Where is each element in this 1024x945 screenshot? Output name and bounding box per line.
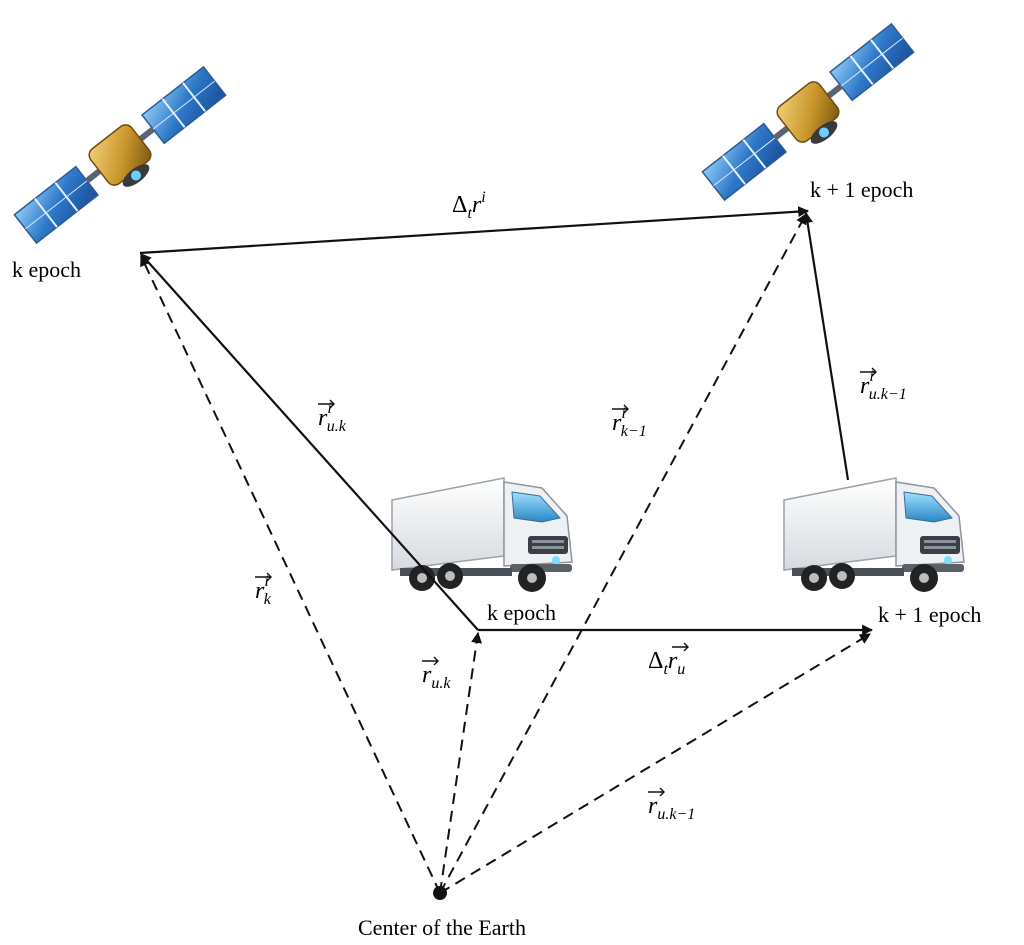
vector-r-uk1 [439,633,871,894]
truck-icon-k1 [783,477,965,593]
label-center-of-earth: Center of the Earth [358,915,526,940]
label-delta-satellite: Δtri [452,189,486,222]
center-dot [433,886,447,900]
vector-r-uk-i [140,253,479,631]
svg-text:rik−1: rik−1 [612,405,647,440]
label-r-uk: ru.k [422,656,451,692]
svg-text:Δtru: Δtru [648,648,685,678]
vector-r-k-i [140,255,441,894]
truck-icon-k [391,477,573,593]
label-satellite-k-epoch: k epoch [12,257,81,282]
vector-r-uk [439,631,483,894]
satellite-icon-k [10,62,236,256]
label-satellite-k1-epoch: k + 1 epoch [810,177,913,202]
svg-text:rik: rik [255,573,272,608]
vector-r-k1-i [439,213,807,894]
vector-delta-satellite [139,206,810,255]
label-truck-k-epoch: k epoch [487,600,556,625]
svg-text:Δtri: Δtri [452,189,486,222]
svg-text:ru.k−1: ru.k−1 [648,793,695,823]
svg-text:ru.k: ru.k [422,662,451,692]
label-truck-k1-epoch: k + 1 epoch [878,602,981,627]
label-delta-user: Δtru [648,642,689,678]
label-r-uk1: ru.k−1 [648,787,695,823]
vector-r-uk1-i [802,211,850,481]
svg-text:riu.k−1: riu.k−1 [860,368,907,403]
svg-text:riu.k: riu.k [318,400,347,435]
